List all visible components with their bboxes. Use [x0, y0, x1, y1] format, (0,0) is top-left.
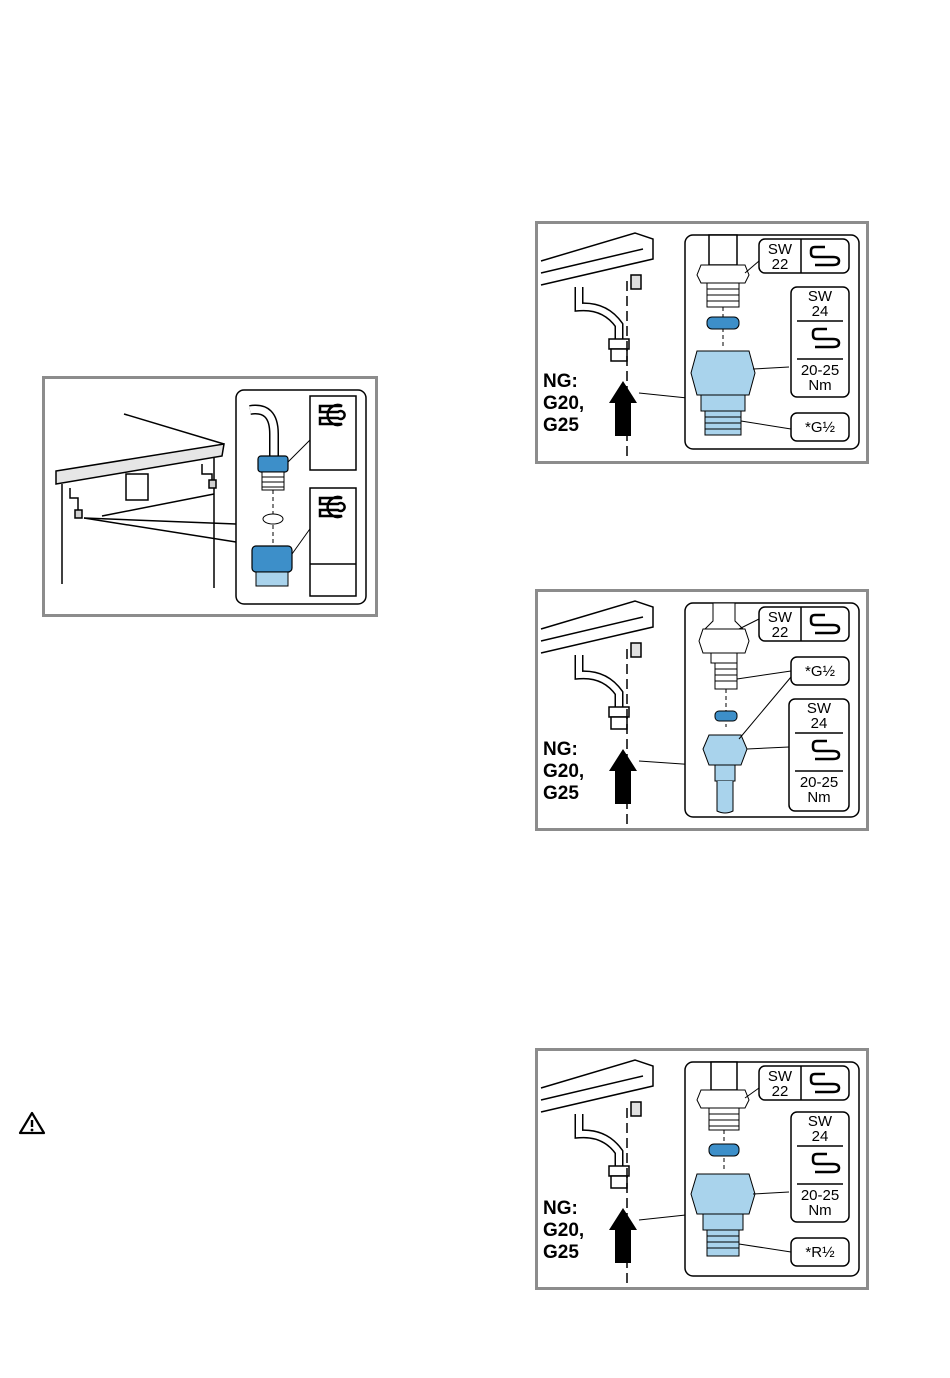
- spanner-size-value: 24: [812, 1128, 829, 1145]
- thread-size-label: *G½: [805, 419, 836, 436]
- spanner-size-value: 22: [772, 1083, 789, 1100]
- gas-label-g20: G20,: [543, 393, 584, 414]
- torque-unit: Nm: [808, 1202, 831, 1219]
- wrench-icon: [310, 488, 356, 596]
- figure-ng-connection-pipe: NG: G20, G25 SW 22 *G½ SW 24 20-25 Nm: [535, 589, 869, 831]
- gas-label-g25: G25: [543, 415, 579, 436]
- figure-hob-connection: [42, 376, 378, 618]
- spanner-size-value: 24: [812, 303, 829, 320]
- gas-label-g20: G20,: [543, 761, 584, 782]
- gas-label-g25: G25: [543, 1242, 579, 1263]
- gas-label-ng: NG:: [543, 739, 578, 760]
- gas-label-g20: G20,: [543, 1220, 584, 1241]
- spanner-size-value: 22: [772, 624, 789, 641]
- gas-label-g25: G25: [543, 783, 579, 804]
- spanner-size-value: 22: [772, 256, 789, 273]
- gas-label-ng: NG:: [543, 371, 578, 392]
- gas-label-ng: NG:: [543, 1198, 578, 1219]
- warning-triangle-icon: [18, 1110, 46, 1136]
- figure-ng-connection-r-half: NG: G20, G25 SW 22 SW 24 20-25 Nm *R½: [535, 1048, 869, 1290]
- wrench-icon: [310, 396, 356, 470]
- torque-unit: Nm: [808, 377, 831, 394]
- thread-size-label: *G½: [805, 663, 836, 680]
- thread-size-label: *R½: [805, 1244, 835, 1261]
- torque-unit: Nm: [807, 789, 830, 806]
- figure-ng-connection-g-half: NG: G20, G25 SW 22 SW 24 20-25 Nm *G½: [535, 221, 869, 464]
- spanner-size-value: 24: [811, 715, 828, 732]
